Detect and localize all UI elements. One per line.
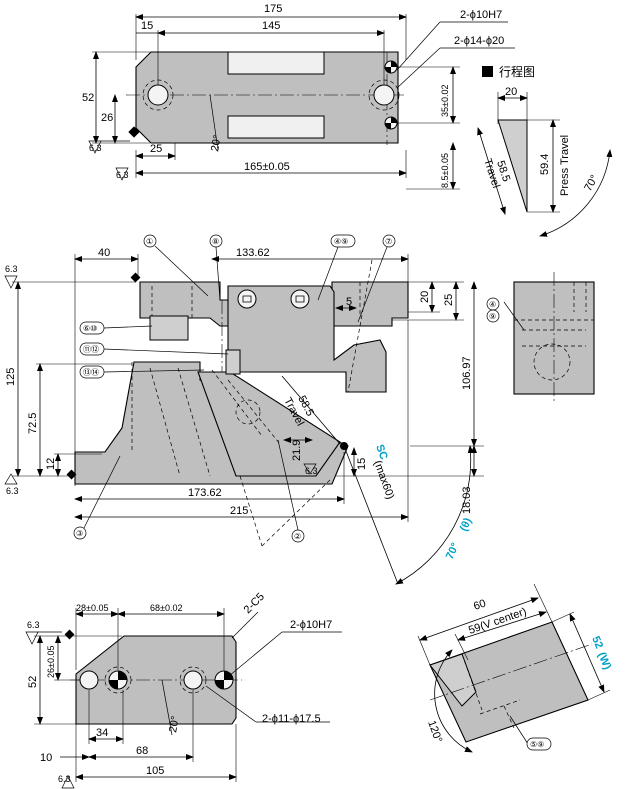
dim-12: 12 [45,458,57,470]
dim-15-front: 15 [356,458,368,470]
hole-left [147,84,169,106]
balloon-1: ① [146,237,153,246]
roughness-front-1: 6.3 [5,264,18,274]
roughness-front-2: 6.3 [6,486,19,496]
dim-40: 40 [98,247,110,259]
bottom-view: 28±0.05 68±0.02 52 26±0.05 20° 34 68 10 … [25,591,342,789]
dim-34: 34 [96,727,108,739]
callout-dowel-bottom: 2-ϕ10H7 [290,619,332,631]
bottom-hole-1 [79,670,99,690]
dim-68-top: 68±0.02 [150,603,182,613]
front-theta: (θ) [458,516,475,533]
dim-28: 28±0.05 [76,603,108,613]
wedge-view: 60 59(V center) 52 (W) 120° ⑤⑨ [417,583,613,753]
wedge-w-label: (W) [595,650,613,671]
stroke-angle: 70° [582,173,601,193]
dim-10: 10 [40,752,52,764]
stopper [225,349,241,375]
stroke-width: 20 [505,86,517,98]
balloon-11-12: ⑪⑫ [83,345,99,354]
side-view: ④ ⑨ ④⑨ [486,272,595,404]
roughness-top-2: 6.3 [116,170,129,180]
dim-105: 105 [146,765,164,777]
dim-35: 35±0.02 [440,85,450,117]
dim-215: 215 [230,505,248,517]
dim-165: 165±0.05 [244,161,290,173]
callout-dowel-top: 2-ϕ10H7 [460,9,502,21]
dim-25-front: 25 [443,294,455,306]
dim-15: 15 [141,20,153,32]
balloon-7: ⑦ [385,237,392,246]
balloon-8: ⑧ [212,237,219,246]
guide-block [149,315,189,341]
stroke-press-label: Press Travel [559,135,571,196]
stroke-press-value: 59.4 [539,154,551,175]
dim-20deg: 20° [209,134,224,152]
stroke-diagram: 行程图 20 59.4 Press Travel 58.5 Travel 70° [477,64,613,237]
top-slot-lower [227,115,325,139]
side-balloon-4: ④ [489,300,496,309]
callout-cbore-bottom: 2-ϕ11-ϕ17.5 [262,713,321,725]
bolt-right [290,289,310,309]
dim-106-97: 106.97 [461,356,473,390]
sc-label: SC [373,443,390,462]
side-balloon-9: ⑨ [489,312,496,321]
dim-18-03: 18.03 [461,486,473,514]
dim-5: 5 [346,296,352,308]
bottom-hole-2 [183,670,203,690]
dim-52-bottom: 52 [27,676,39,688]
sc-max: (max60) [371,459,396,501]
wedge-dim-60: 60 [472,598,487,613]
balloon-3: ③ [76,529,83,538]
dim-125: 125 [5,368,17,386]
front-angle: 70° [444,541,462,561]
balloon-6-10: ⑥⑩ [83,324,97,333]
top-view: 175 145 15 52 26 25 20° 165±0.05 35±0.02… [82,3,515,190]
callout-chamfer: 2-C5 [242,591,267,616]
front-view: 40 133.62 20 25 5 106.97 125 72.5 12 173… [4,234,484,585]
cam-slider [227,285,387,393]
top-slot-upper [227,51,325,75]
roughness-top-1: 6.3 [89,143,102,153]
dim-8-5: 8.5±0.05 [440,153,450,188]
hole-right [373,84,395,106]
stroke-legend: 行程图 [499,64,535,79]
dim-173-62: 173.62 [188,487,222,499]
dim-26: 26 [101,112,113,124]
callout-cbore-top: 2-ϕ14-ϕ20 [454,35,504,47]
top-plate [135,51,399,144]
wedge-w52: 52 [589,634,605,650]
dim-175: 175 [264,3,282,15]
bolt-left [237,289,257,309]
dim-26-bottom: 26±0.05 [46,646,56,678]
dim-20-front: 20 [419,291,431,303]
dim-52: 52 [82,92,94,104]
balloon-2: ② [294,532,301,541]
dim-145: 145 [262,20,280,32]
dim-133-62: 133.62 [236,247,270,259]
dim-68: 68 [136,745,148,757]
roughness-front-3: 6.3 [305,466,318,476]
dim-20deg-bottom: 20° [167,715,182,733]
roughness-bottom-2: 6.3 [58,774,71,784]
balloon-13-14: ⑬⑭ [83,368,99,377]
roughness-bottom-1: 6.3 [27,620,40,630]
balloon-4-9: ④⑨ [334,237,348,246]
dim-72-5: 72.5 [27,413,39,434]
dim-25: 25 [150,143,162,155]
wedge-balloon: ⑤⑨ [530,740,544,749]
dim-21-9: 21.9 [291,440,303,461]
